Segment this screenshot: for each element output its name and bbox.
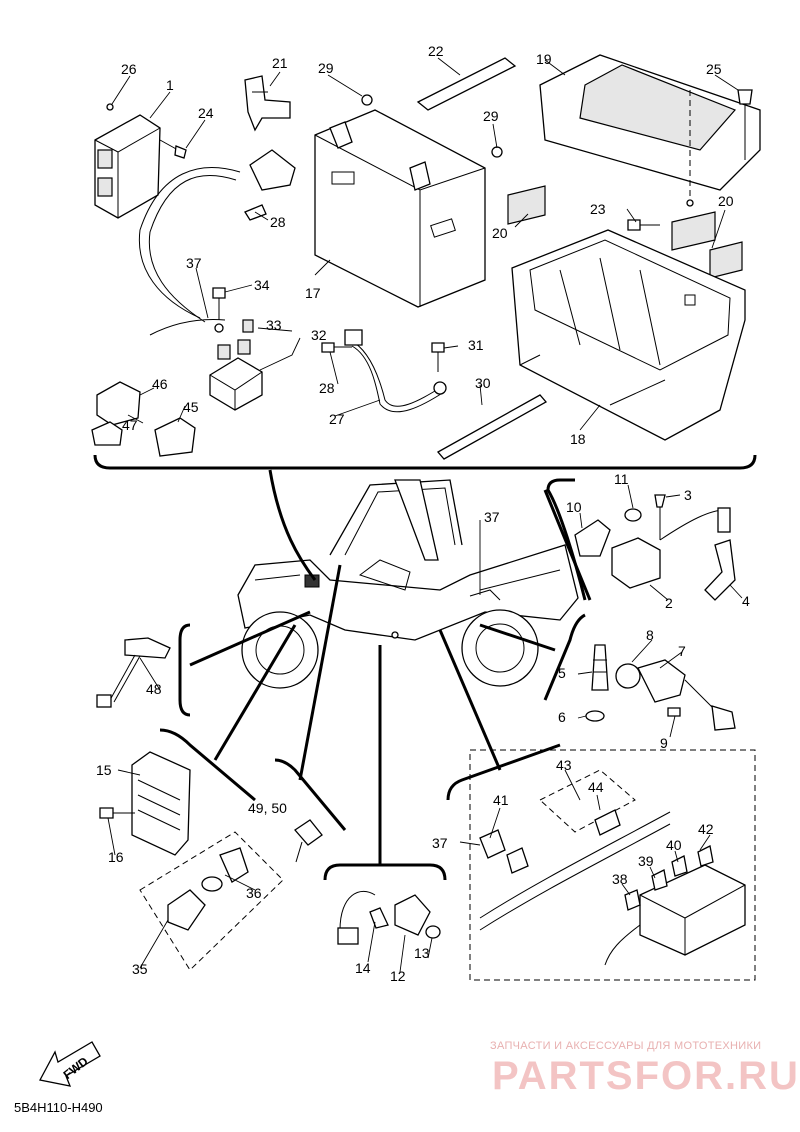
callout-number: 1 (166, 77, 174, 93)
callout-number: 21 (272, 55, 288, 71)
relay-connector (91, 381, 196, 457)
callout-number: 2 (665, 595, 673, 611)
callout-number: 34 (254, 277, 270, 293)
callout-number: 15 (96, 762, 112, 778)
callout-number: 43 (556, 757, 572, 773)
rear-wheel (461, 609, 539, 687)
callout-number: 19 (536, 51, 552, 67)
callout-number: 27 (329, 411, 345, 427)
section-bracket (93, 454, 757, 470)
key (294, 819, 323, 863)
bolt (159, 139, 187, 159)
clamp (244, 75, 291, 132)
callout-number: 9 (660, 735, 668, 751)
neutral-switch (167, 847, 249, 931)
callout-number: 36 (246, 885, 262, 901)
pad (507, 185, 546, 225)
callout-number: 37 (484, 509, 500, 525)
callout-number: 14 (355, 960, 371, 976)
callout-number: 31 (468, 337, 484, 353)
callout-number: 42 (698, 821, 714, 837)
callout-number: 45 (183, 399, 199, 415)
pad (709, 241, 743, 279)
diagram-code: 5B4H110-H490 (14, 1100, 103, 1115)
callout-number: 24 (198, 105, 214, 121)
fuse-box-group (469, 749, 756, 981)
callout-number: 3 (684, 487, 692, 503)
harness-wire (138, 167, 241, 319)
callout-number: 32 (311, 327, 327, 343)
ignition-parts (574, 494, 736, 731)
position-sensor (337, 890, 441, 945)
callout-number: 37 (186, 255, 202, 271)
callout-number: 20 (492, 225, 508, 241)
fwd-arrow (39, 1041, 101, 1087)
relay (249, 149, 296, 191)
callout-number: 8 (646, 627, 654, 643)
callout-number: 29 (318, 60, 334, 76)
box-cover (539, 54, 761, 207)
callout-number: 11 (614, 471, 629, 487)
callout-number: 26 (121, 61, 137, 77)
callout-number: 13 (414, 945, 430, 961)
callout-number: 30 (475, 375, 491, 391)
callout-lines (159, 469, 592, 881)
callout-number: 10 (566, 499, 582, 515)
callout-number: 40 (666, 837, 682, 853)
watermark-tagline: ЗАПЧАСТИ И АКСЕССУАРЫ ДЛЯ МОТОТЕХНИКИ (490, 1040, 762, 1052)
battery (314, 109, 486, 308)
callout-number: 16 (108, 849, 124, 865)
callout-number: 25 (706, 61, 722, 77)
battery-cable (349, 339, 441, 407)
callout-number: 41 (493, 792, 509, 808)
group-box (139, 831, 284, 971)
callout-number: 5 (558, 665, 566, 681)
callout-number: 28 (270, 214, 286, 230)
callout-number: 6 (558, 709, 566, 725)
callout-number: 35 (132, 961, 148, 977)
starter-relay (209, 339, 263, 411)
callout-number: 7 (678, 643, 686, 659)
callout-number: 22 (428, 43, 444, 59)
watermark-logo: PARTSFOR.RU (492, 1054, 800, 1098)
callout-number: 18 (570, 431, 586, 447)
vehicle (237, 479, 579, 689)
cable-tie (436, 394, 548, 460)
callout-number: 4 (742, 593, 750, 609)
callout-labels: 26 1 24 21 29 22 19 25 29 28 17 20 23 20… (96, 43, 750, 984)
callout-number: 37 (432, 835, 448, 851)
callout-number: 12 (390, 968, 406, 984)
callout-number: 49, 50 (248, 800, 287, 816)
callout-number: 48 (146, 681, 162, 697)
callout-number: 29 (483, 108, 499, 124)
battery-band (416, 57, 517, 111)
ecu-unit (94, 103, 161, 219)
pad (671, 211, 716, 251)
callout-number: 23 (590, 201, 606, 217)
rectifier-regulator (99, 751, 191, 856)
leader-lines (107, 57, 743, 973)
top-section (91, 54, 761, 470)
callout-number: 20 (718, 193, 734, 209)
callout-number: 47 (122, 417, 138, 433)
callout-number: 44 (588, 779, 604, 795)
callout-number: 38 (612, 871, 628, 887)
callout-number: 28 (319, 380, 335, 396)
callout-number: 39 (638, 853, 654, 869)
callout-number: 17 (305, 285, 321, 301)
electrical-box (511, 229, 746, 441)
callout-number: 33 (266, 317, 282, 333)
callout-number: 46 (152, 376, 168, 392)
speed-sensor (96, 637, 171, 708)
